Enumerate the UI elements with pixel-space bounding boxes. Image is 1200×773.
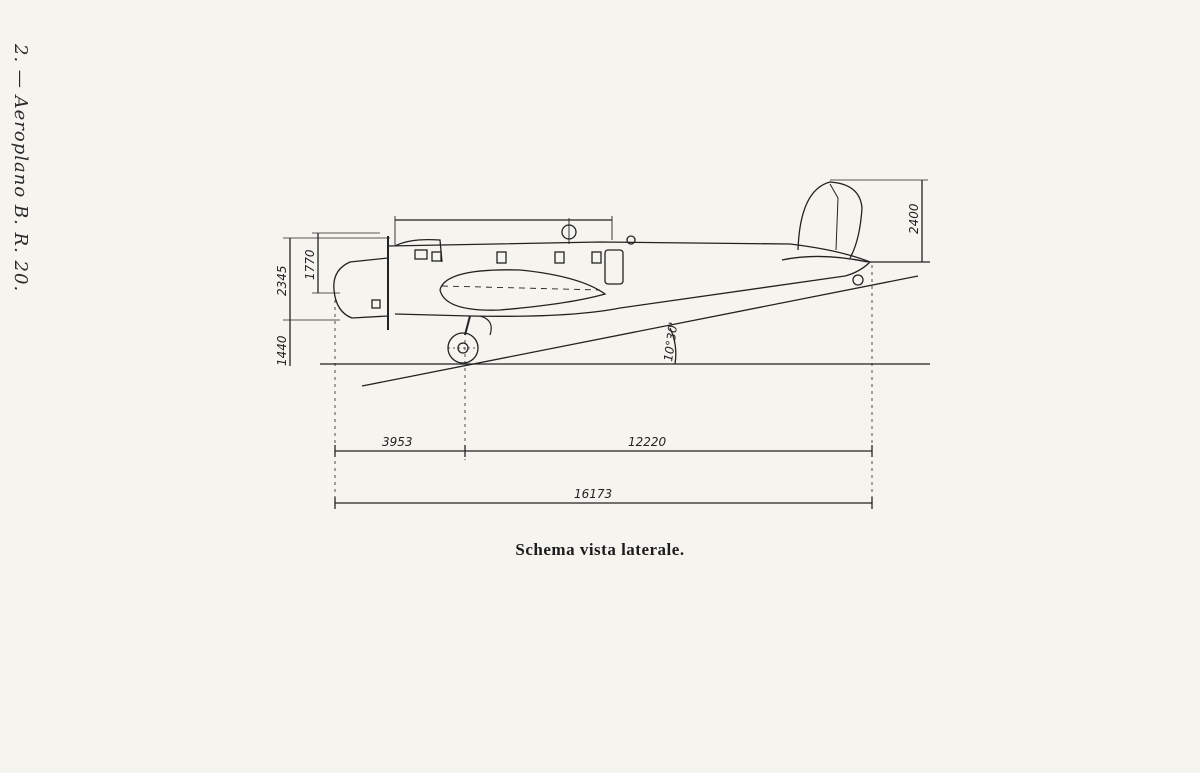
nacelle-pod [439, 269, 607, 311]
tail-wheel [852, 274, 864, 286]
page-side-header: 2. — Aeroplano B. R. 20. [10, 44, 31, 293]
fuselage-window [591, 251, 602, 264]
dim-label-ground-angle: 10°30' [661, 321, 680, 362]
cockpit-glazing [394, 238, 443, 263]
fuselage-window [554, 251, 565, 264]
tail-fin [797, 181, 863, 259]
landing-gear-brace [479, 315, 492, 336]
nacelle-centerline [441, 285, 601, 291]
dim-label-clearance: 1440 [275, 335, 289, 366]
dim-label-nose-to-wheel: 3953 [382, 435, 413, 449]
tail-stabilizer [781, 255, 869, 263]
ground-angle-arc [669, 327, 677, 365]
cockpit-window [414, 249, 428, 260]
engine-vent [371, 299, 381, 309]
dim-label-tail-height: 2400 [907, 203, 921, 234]
dim-label-wheel-to-tail: 12220 [628, 435, 667, 449]
dim-label-height-total: 2345 [275, 265, 289, 296]
figure-caption: Schema vista laterale. [515, 540, 685, 559]
rudder-line [829, 183, 839, 251]
fuselage-door [604, 249, 624, 285]
fuselage-outline [387, 241, 872, 317]
fuselage-window [496, 251, 507, 264]
dim-label-overall-length: 16173 [574, 487, 612, 501]
landing-gear-strut [464, 315, 471, 336]
antenna-mast [626, 235, 636, 245]
cockpit-window [431, 251, 442, 262]
engine-nacelle [333, 257, 389, 319]
dim-label-fuselage-height: 1770 [303, 249, 317, 280]
ground-angle-line [361, 275, 919, 387]
